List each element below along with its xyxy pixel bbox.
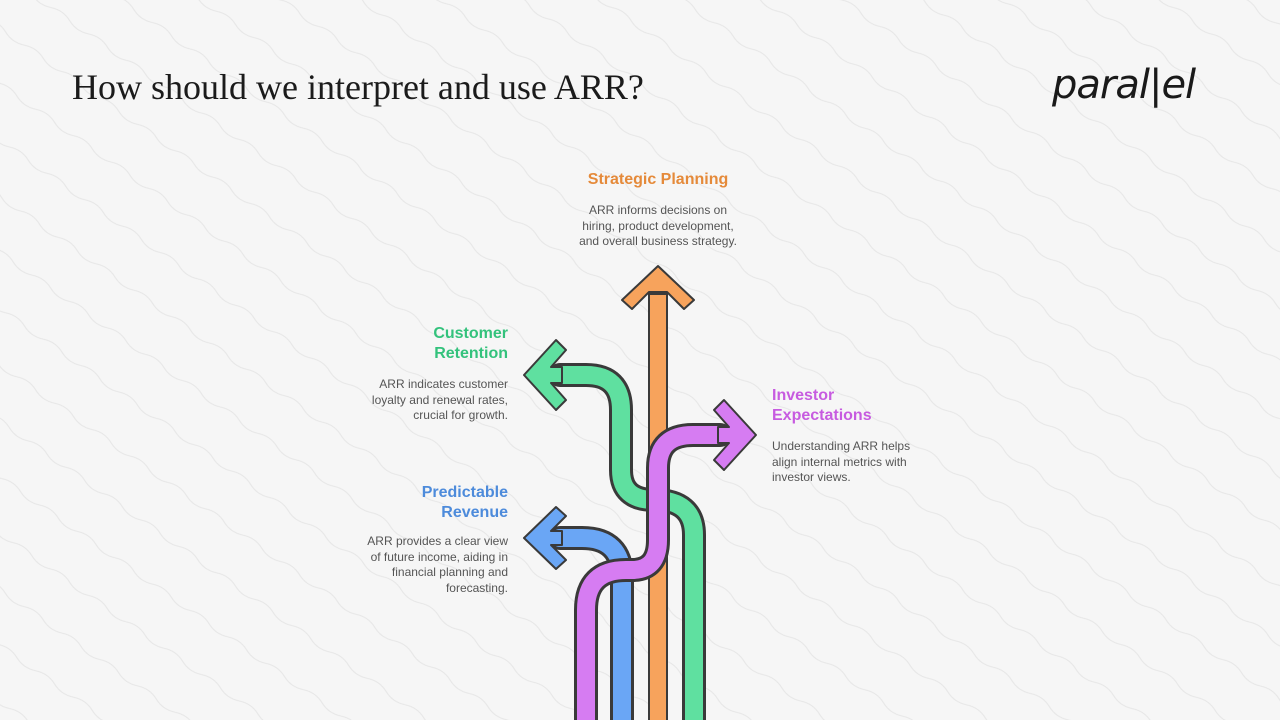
description-line: ARR provides a clear view (367, 534, 508, 548)
title-line: Retention (434, 345, 508, 362)
predictable-revenue-description: ARR provides a clear view of future inco… (348, 534, 508, 596)
customer-retention-description: ARR indicates customer loyalty and renew… (348, 377, 508, 424)
title-line: Expectations (772, 407, 872, 424)
description-line: Understanding ARR helps (772, 439, 911, 453)
investor-expectations-description: Understanding ARR helps align internal m… (772, 439, 932, 486)
description-line: forecasting. (445, 580, 508, 595)
description-line: crucial for growth. (413, 408, 508, 422)
description-line: investor views. (772, 470, 851, 484)
investor-expectations-arrow (574, 399, 757, 720)
predictable-revenue-arrow (523, 506, 634, 720)
investor-expectations-title: Investor Expectations (772, 386, 932, 426)
predictable-revenue-title: Predictable Revenue (388, 483, 508, 523)
description-line: ARR indicates customer (379, 377, 508, 391)
description-line: hiring, product development, (582, 218, 734, 233)
strategic-planning-description: ARR informs decisions on hiring, product… (548, 203, 768, 250)
description-line: align internal metrics with (772, 454, 907, 469)
title-line: Revenue (441, 504, 508, 521)
customer-retention-arrow (523, 339, 706, 720)
description-line: and overall business strategy. (579, 234, 737, 248)
description-line: loyalty and renewal rates, (371, 392, 508, 407)
page-title: How should we interpret and use ARR? (72, 67, 644, 107)
strategic-planning-title: Strategic Planning (587, 171, 729, 188)
description-line: ARR informs decisions on (588, 203, 728, 217)
description-line: financial planning and (391, 565, 508, 579)
description-line: of future income, aiding in (370, 549, 508, 564)
title-line: Customer (433, 325, 508, 342)
title-line: Investor (772, 387, 835, 404)
title-line: Predictable (421, 484, 508, 501)
customer-retention-title: Customer Retention (388, 324, 508, 364)
brand-logo: paral|el (1052, 62, 1196, 108)
